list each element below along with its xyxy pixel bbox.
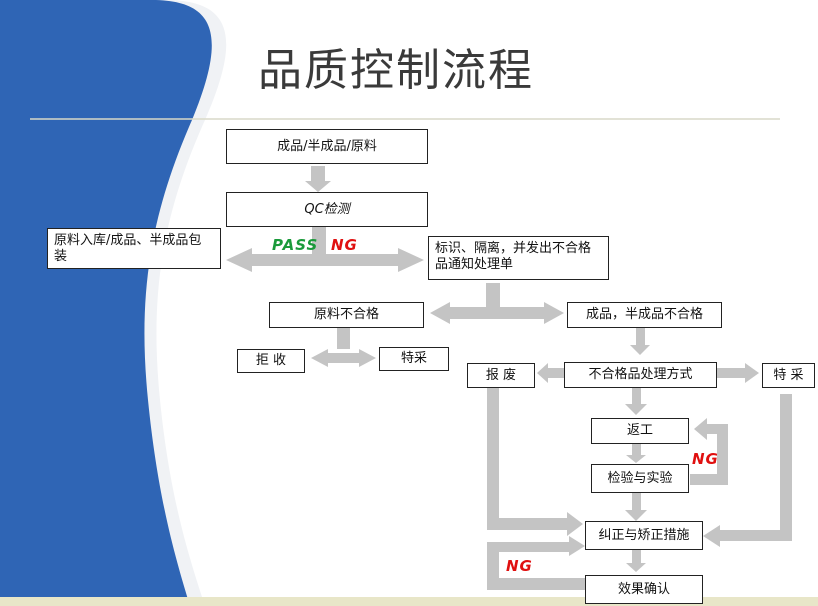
arrow-pass-ng-double: [226, 248, 424, 272]
arrow-qc-stem: [312, 227, 326, 254]
label-pass: PASS: [272, 236, 319, 254]
arrow-inspect-to-corrective: [625, 493, 647, 521]
node-scrap: 报 废: [467, 363, 535, 388]
node-inspect-test: 检验与实验: [591, 464, 689, 493]
arrow-ng-loop-rework: [690, 418, 728, 485]
bottom-bar: [0, 597, 818, 606]
arrow-group: [226, 166, 792, 590]
arrow-ng-loop-corrective: [487, 536, 585, 590]
node-raw-nonconform: 原料不合格: [269, 302, 424, 328]
arrow-branch-double: [430, 302, 564, 324]
node-mark-isolate: 标识、隔离，并发出不合格品通知处理单: [428, 236, 609, 280]
node-qc-check: QC检测: [226, 192, 428, 227]
arrow-special-to-corrective: [703, 394, 792, 547]
arrow-rework-to-inspect: [626, 444, 646, 463]
arrow-materials-to-qc: [305, 166, 331, 192]
arrow-raw-stem: [337, 327, 350, 349]
arrow-to-rework: [625, 388, 647, 415]
node-rework: 返工: [591, 418, 689, 444]
node-reject: 拒 收: [237, 349, 305, 373]
node-product-nonconform: 成品，半成品不合格: [567, 302, 722, 328]
page-title: 品质控制流程: [258, 45, 534, 96]
node-corrective-action: 纠正与矫正措施: [585, 521, 703, 550]
node-store-pack: 原料入库/成品、半成品包装: [47, 228, 221, 269]
arrow-mark-stem: [486, 283, 500, 309]
arrow-to-scrap: [537, 363, 564, 383]
arrow-product-down: [630, 328, 650, 355]
arrow-to-special: [717, 363, 759, 383]
blue-side-panel: [0, 0, 212, 606]
arrow-raw-double: [311, 349, 376, 367]
label-ng-qc: NG: [331, 236, 358, 254]
node-materials: 成品/半成品/原料: [226, 129, 428, 164]
node-effect-confirm: 效果确认: [585, 575, 703, 604]
label-ng-effect: NG: [506, 557, 533, 575]
node-disposal-method: 不合格品处理方式: [564, 362, 717, 388]
arrow-corrective-to-effect: [626, 550, 646, 572]
arrow-scrap-to-corrective: [487, 388, 583, 536]
node-special-product: 特 采: [762, 363, 815, 388]
label-ng-rework: NG: [692, 450, 719, 468]
node-special-raw: 特采: [379, 347, 449, 371]
